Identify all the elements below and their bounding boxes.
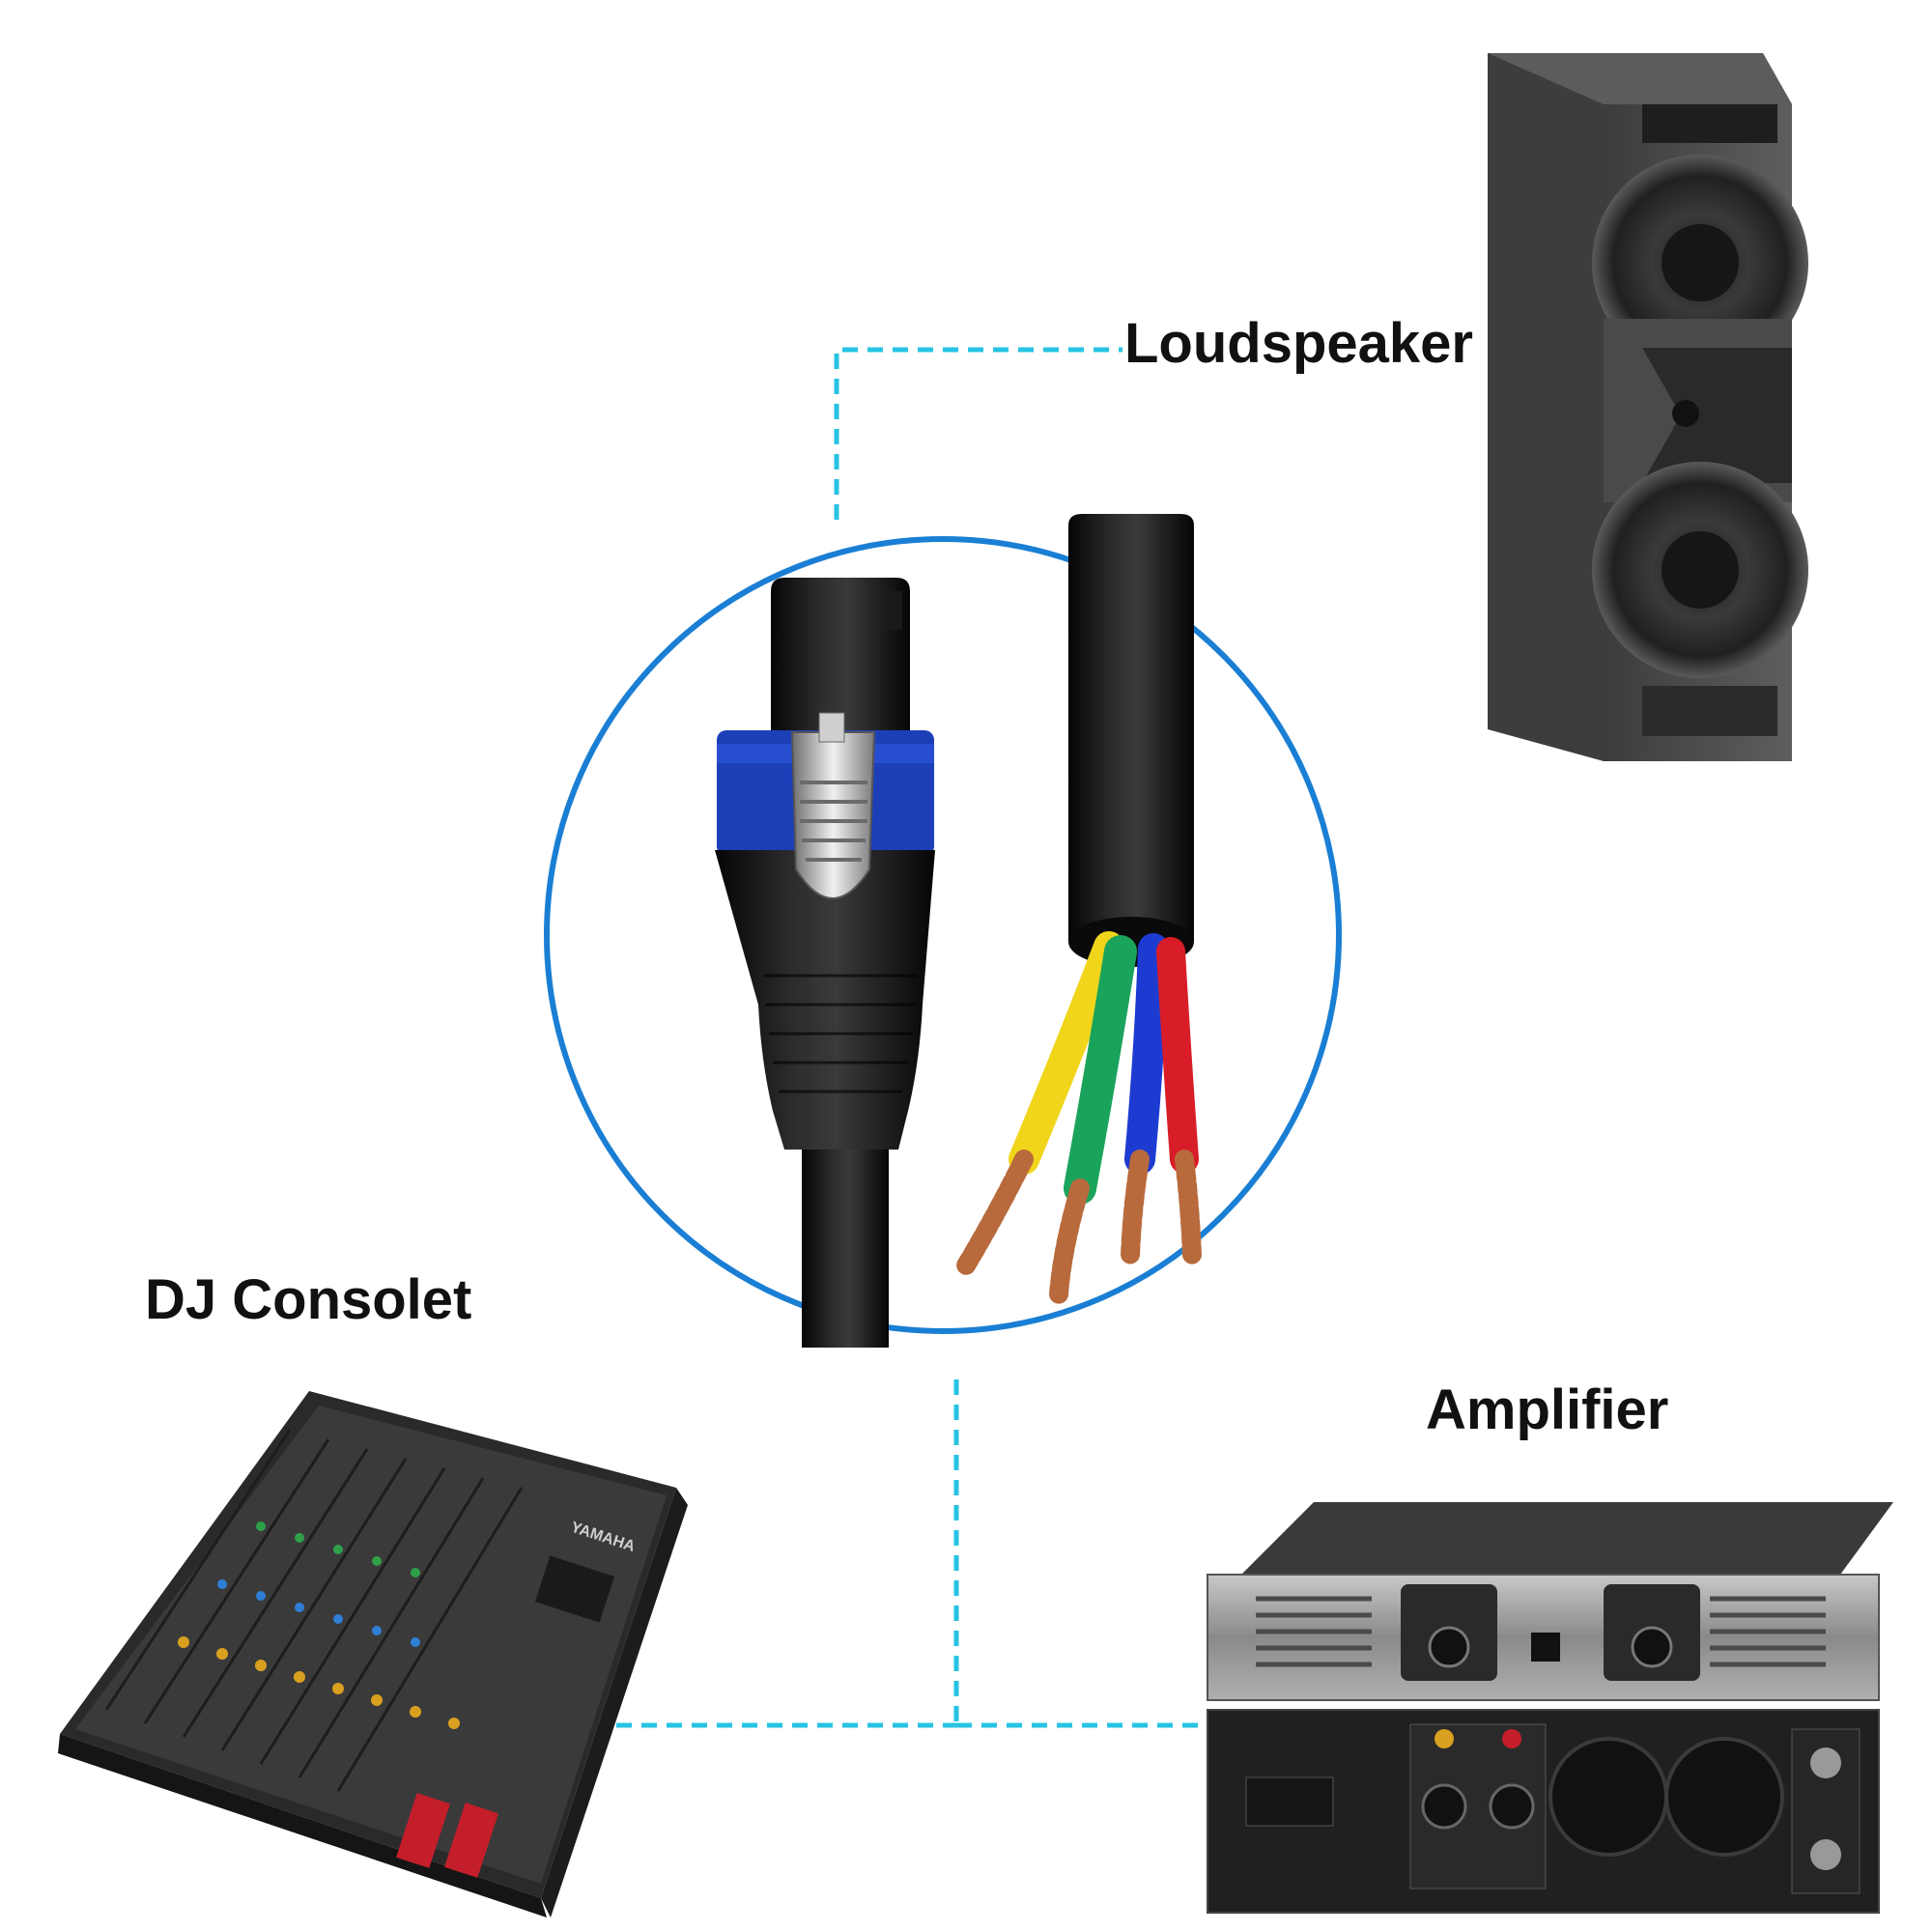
zoom-circle xyxy=(544,536,1342,1334)
line-to-loudspeaker xyxy=(834,347,1122,520)
connection-lines xyxy=(591,347,1211,1728)
loudspeaker-icon xyxy=(1488,53,1808,761)
speakon-connector-icon xyxy=(715,578,935,1150)
dj-mixer-icon: YAMAHA xyxy=(58,1391,688,1918)
four-core-cable-icon xyxy=(956,514,1202,1304)
amplifier-label: Amplifier xyxy=(1426,1378,1669,1441)
amplifier-icon xyxy=(1207,1502,1893,1914)
dj-console-label: DJ Consolet xyxy=(145,1268,472,1331)
loudspeaker-label: Loudspeaker xyxy=(1124,312,1473,375)
connector-cable xyxy=(802,1140,889,1348)
cable-closeup xyxy=(544,514,1342,1348)
